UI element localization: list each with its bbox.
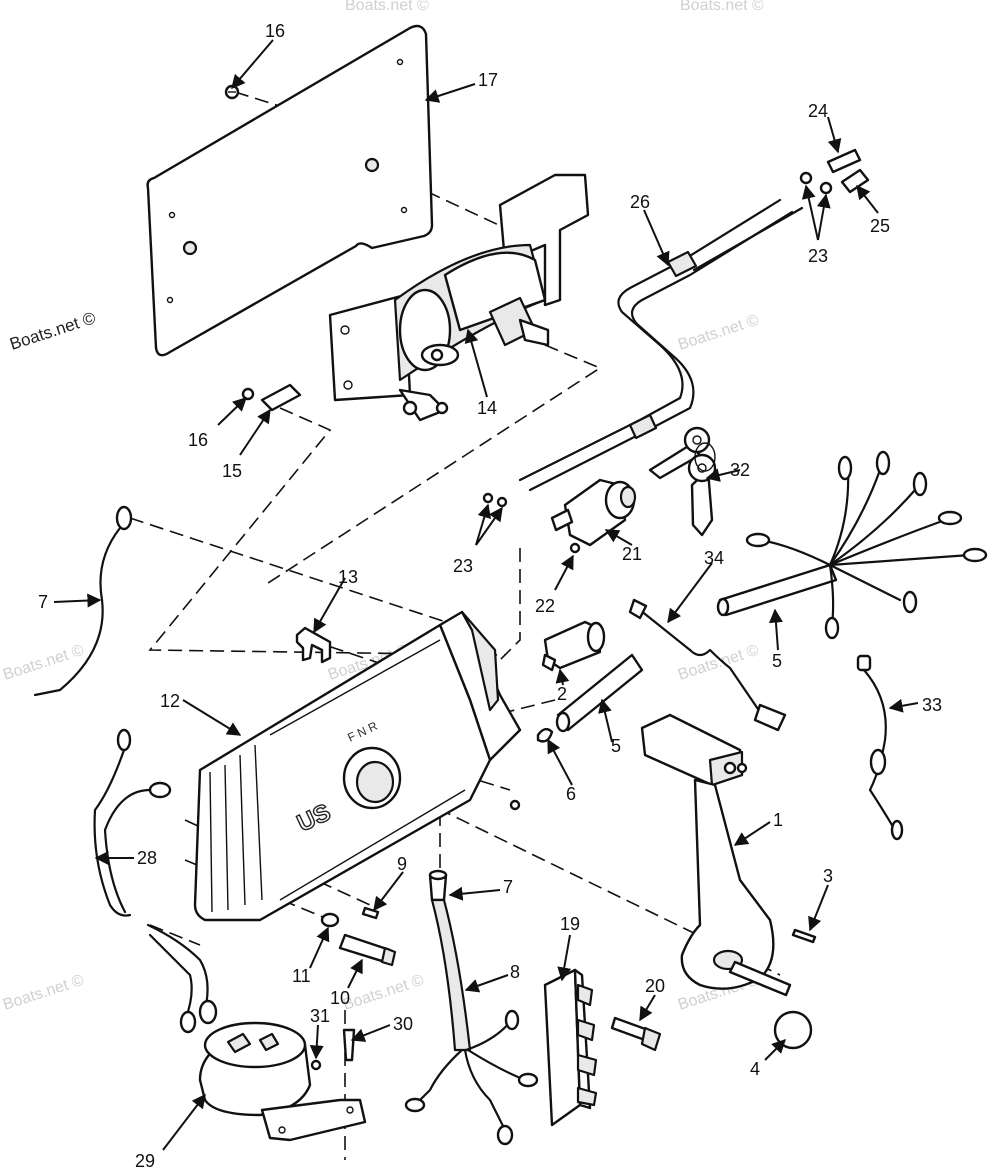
- mounting-plate: [146, 24, 434, 357]
- callout-7-low: 7: [503, 877, 513, 897]
- sender-29: [198, 1021, 367, 1142]
- wire-7-upper: [33, 505, 133, 697]
- callout-33: 33: [922, 695, 942, 715]
- fasteners: [320, 906, 397, 967]
- callout-4: 4: [750, 1059, 760, 1079]
- watermark-right: Boats.net ©: [676, 312, 761, 354]
- watermark-bottom-left: Boats.net ©: [1, 972, 86, 1014]
- callout-20: 20: [645, 976, 665, 996]
- callout-labels: 16 17 14 16 15 24 25 23 26 32 23 21 22 3…: [38, 21, 942, 1169]
- callout-25: 25: [870, 216, 890, 236]
- watermark-top-right: Boats.net ©: [680, 0, 764, 14]
- ignition-keys: [648, 426, 717, 537]
- control-lever: [640, 713, 813, 1050]
- callout-32: 32: [730, 460, 750, 480]
- callout-11: 11: [292, 966, 311, 986]
- terminal-block-19: [543, 968, 598, 1127]
- wire-28: [93, 728, 218, 1034]
- callout-18: 17: [478, 70, 498, 90]
- ignition-switch: [482, 478, 637, 554]
- pin-3: [791, 928, 817, 944]
- detent-parts: [241, 383, 302, 412]
- callout-23-mid: 23: [453, 556, 473, 576]
- callout-6: 6: [566, 784, 576, 804]
- callout-21: 21: [622, 544, 642, 564]
- clip-6: [536, 727, 554, 743]
- tube-5-lower: [555, 653, 644, 733]
- callout-1: 1: [773, 810, 783, 830]
- callout-5-right: 5: [772, 651, 782, 671]
- callout-7-top: 7: [38, 592, 48, 612]
- callout-14: 14: [477, 398, 497, 418]
- callout-31: 31: [310, 1006, 330, 1026]
- switch-2: [541, 620, 606, 672]
- watermark-top: Boats.net ©: [345, 0, 429, 14]
- callout-30: 30: [393, 1014, 413, 1034]
- clip-13: [295, 626, 332, 664]
- watermark-main: Boats.net ©: [7, 308, 98, 354]
- callout-16: 16: [188, 430, 208, 450]
- callout-15: 15: [222, 461, 242, 481]
- callout-29: 29: [135, 1151, 155, 1169]
- cable-end-parts: [799, 148, 870, 195]
- callout-5-mid: 5: [611, 736, 621, 756]
- callout-17: 16: [265, 21, 285, 41]
- wire-33: [856, 654, 904, 841]
- callout-24: 24: [808, 101, 828, 121]
- wire-8: [404, 869, 539, 1146]
- control-mechanism: [328, 173, 590, 422]
- callout-10: 10: [330, 988, 350, 1008]
- callout-8: 8: [510, 962, 520, 982]
- callout-28: 28: [137, 848, 157, 868]
- callout-3: 3: [823, 866, 833, 886]
- callout-23-top: 23: [808, 246, 828, 266]
- callout-34: 34: [704, 548, 724, 568]
- callout-13: 13: [338, 567, 358, 587]
- spring-34: [628, 598, 787, 732]
- wire-harness: [745, 450, 988, 640]
- callout-9: 9: [397, 854, 407, 874]
- control-housing: F N R US: [193, 610, 522, 922]
- callout-22: 22: [535, 596, 555, 616]
- leader-lines: [53, 39, 919, 1151]
- callout-2: 2: [557, 684, 567, 704]
- tube-5-upper: [716, 563, 838, 617]
- callout-12: 12: [160, 691, 180, 711]
- callout-26: 26: [630, 192, 650, 212]
- callout-19: 19: [560, 914, 580, 934]
- bolt-20: [610, 1016, 662, 1052]
- throttle-cables: [518, 198, 804, 492]
